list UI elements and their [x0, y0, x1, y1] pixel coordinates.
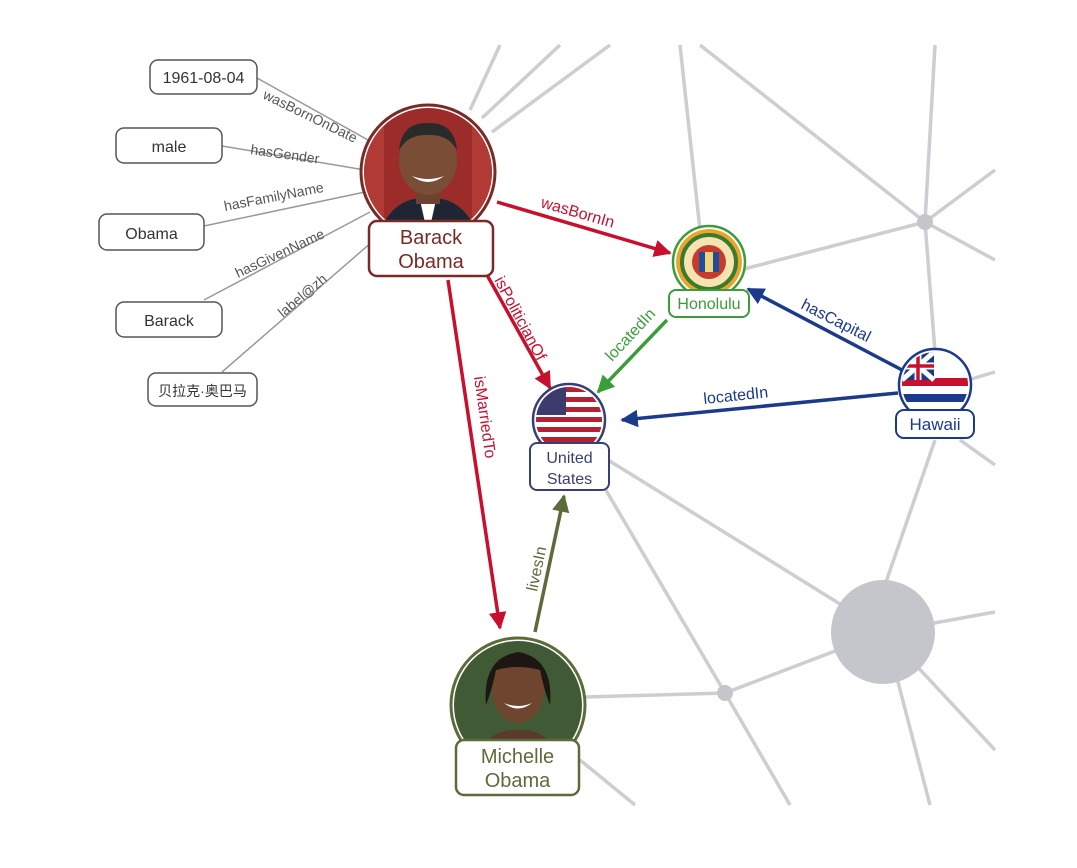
- bg-edge: [923, 168, 997, 224]
- hawaii-flag-icon: [902, 352, 968, 418]
- literal-gender: male: [115, 127, 223, 164]
- literal-zh-label: 贝拉克·奥巴马: [147, 372, 258, 407]
- bg-edge: [468, 44, 502, 111]
- city-seal-icon: [676, 229, 742, 295]
- attr-edge-given: [203, 211, 371, 301]
- attr-label-hasFamilyName: hasFamilyName: [223, 179, 326, 214]
- literal-birthdate: 1961-08-04: [149, 59, 258, 95]
- node-united-states-line1: United: [546, 450, 592, 467]
- attr-edge-gender: [221, 145, 366, 171]
- literal-family-name: Obama: [98, 213, 205, 251]
- bg-edge: [883, 439, 937, 586]
- edge-wasBornIn: [496, 200, 672, 257]
- bg-node-small: [717, 685, 733, 701]
- bg-edge: [967, 370, 996, 382]
- bg-edge: [480, 43, 562, 120]
- node-barack-obama[interactable]: Barack Obama: [359, 103, 497, 278]
- edge-isPoliticianOf: [485, 274, 552, 390]
- attr-label-zh: label@zh: [275, 270, 330, 320]
- bg-edge: [923, 44, 937, 223]
- bg-edge: [723, 692, 792, 806]
- attr-edge-zh: [221, 234, 381, 373]
- attr-label-hasGender: hasGender: [250, 141, 321, 167]
- node-barack-obama-line2: Obama: [398, 251, 464, 273]
- bg-edge: [924, 220, 996, 262]
- literal-given-name: Barack: [115, 301, 223, 338]
- background-network: [468, 43, 997, 807]
- bg-edge: [739, 220, 926, 272]
- edge-label-locatedIn-hawaii: locatedIn: [703, 384, 769, 408]
- edge-isMarriedTo: [446, 279, 507, 630]
- node-honolulu[interactable]: Honolulu: [668, 224, 750, 318]
- bg-edge: [678, 44, 702, 231]
- portrait-photo-icon: [364, 108, 492, 236]
- bg-edge: [598, 479, 727, 694]
- attr-edge-birthdate: [256, 77, 369, 141]
- bg-edge: [923, 221, 937, 353]
- bg-edge: [490, 43, 612, 134]
- literal-gender-text: male: [152, 139, 187, 156]
- bg-edge: [578, 758, 637, 807]
- node-united-states[interactable]: United States: [529, 382, 610, 491]
- attr-edge-family: [203, 191, 366, 227]
- bg-edge: [958, 438, 997, 467]
- node-michelle-obama-line2: Obama: [485, 770, 551, 792]
- edge-livesIn: [533, 494, 570, 633]
- node-hawaii[interactable]: Hawaii: [895, 347, 975, 439]
- literal-zh-label-text: 贝拉克·奥巴马: [158, 383, 247, 399]
- bg-edge: [698, 43, 927, 224]
- node-honolulu-label: Honolulu: [677, 296, 740, 313]
- bg-edge: [599, 453, 886, 634]
- edge-locatedIn-hawaii: [620, 391, 899, 428]
- edge-locatedIn-honolulu: [596, 318, 669, 394]
- attr-label-hasGivenName: hasGivenName: [233, 225, 327, 280]
- bg-edge: [584, 691, 726, 699]
- bg-node-large: [831, 580, 935, 684]
- edge-label-isPoliticianOf: isPoliticianOf: [490, 274, 549, 364]
- node-barack-obama-line1: Barack: [400, 227, 463, 249]
- node-michelle-obama-line1: Michelle: [481, 746, 554, 768]
- node-hawaii-label: Hawaii: [909, 415, 960, 434]
- attr-label-wasBornOnDate: wasBornOnDate: [260, 86, 360, 146]
- node-michelle-obama[interactable]: Michelle Obama: [449, 636, 587, 797]
- literal-given-name-text: Barack: [144, 313, 195, 330]
- edge-hasCapital: [746, 287, 903, 372]
- bg-node-small: [917, 214, 933, 230]
- literal-birthdate-text: 1961-08-04: [163, 70, 245, 87]
- node-united-states-line2: States: [547, 471, 592, 488]
- literal-family-name-text: Obama: [125, 226, 178, 243]
- attribute-edges: [203, 77, 381, 373]
